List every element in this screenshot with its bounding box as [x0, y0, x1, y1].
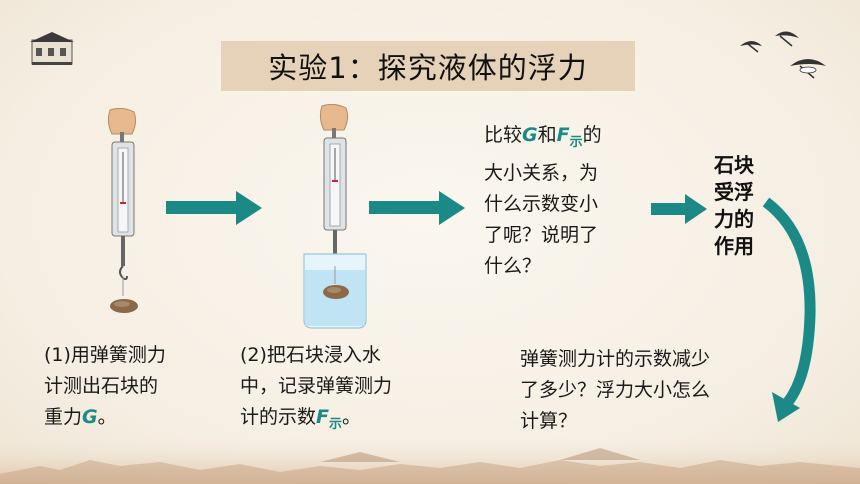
question-line: 什么？ [484, 255, 542, 277]
conclusion-line: 力的 [714, 207, 754, 231]
palace-scenery-decoration [0, 434, 860, 484]
caption-line: (1)用弹簧测力 [44, 344, 166, 366]
question-line: 弹簧测力计的示数减少 [520, 348, 711, 370]
subscript: 示 [569, 135, 583, 150]
text: 重力 [44, 406, 83, 428]
question-line: 了呢？说明了 [484, 224, 599, 246]
conclusion-line: 受浮 [714, 180, 754, 204]
text: 比较 [484, 124, 523, 146]
building-logo-icon [30, 32, 74, 65]
symbol-f: F [316, 406, 329, 428]
arrow-right-icon [369, 191, 465, 225]
caption-line: 计测出石块的 [44, 375, 159, 397]
spring-scale-in-beaker-icon [303, 104, 367, 329]
spring-scale-with-stone-icon [107, 108, 138, 313]
page-title: 实验1：探究液体的浮力 [221, 41, 635, 91]
symbol-g: G [82, 406, 98, 428]
curved-arrow-icon [762, 197, 816, 422]
caption-line: 中，记录弹簧测力 [240, 375, 393, 397]
caption-line: 重力G。 [44, 402, 214, 433]
conclusion-line: 石块 [714, 153, 754, 177]
symbol-f: F [556, 124, 570, 146]
question-compare: 比较G和F示的 大小关系，为 什么示数变小 了呢？说明了 什么？ [484, 120, 644, 282]
cranes-icon [740, 31, 826, 79]
arrow-right-icon [651, 194, 707, 224]
question-line: 了多少？浮力大小怎么 [520, 379, 711, 401]
caption-line: 计的示数F示。 [240, 402, 440, 440]
arrow-right-icon [166, 191, 262, 225]
text: 的 [582, 124, 602, 146]
conclusion-line: 作用 [714, 234, 754, 258]
conclusion-text: 石块 受浮 力的 作用 [714, 152, 766, 260]
step1-caption: (1)用弹簧测力 计测出石块的 重力G。 [44, 340, 214, 433]
question-line: 大小关系，为 [484, 162, 599, 184]
caption-line: (2)把石块浸入水 [240, 344, 381, 366]
question-line: 比较G和F示的 [484, 120, 644, 158]
text: 。 [97, 406, 117, 428]
step2-caption: (2)把石块浸入水 中，记录弹簧测力 计的示数F示。 [240, 340, 440, 440]
question-line: 什么示数变小 [484, 193, 599, 215]
subscript: 示 [329, 417, 343, 432]
symbol-g: G [522, 124, 538, 146]
text: 和 [537, 124, 557, 146]
question-line: 计算？ [520, 410, 578, 432]
text: 。 [342, 406, 362, 428]
text: 计的示数 [240, 406, 317, 428]
question-buoyancy: 弹簧测力计的示数减少 了多少？浮力大小怎么 计算？ [520, 344, 760, 437]
